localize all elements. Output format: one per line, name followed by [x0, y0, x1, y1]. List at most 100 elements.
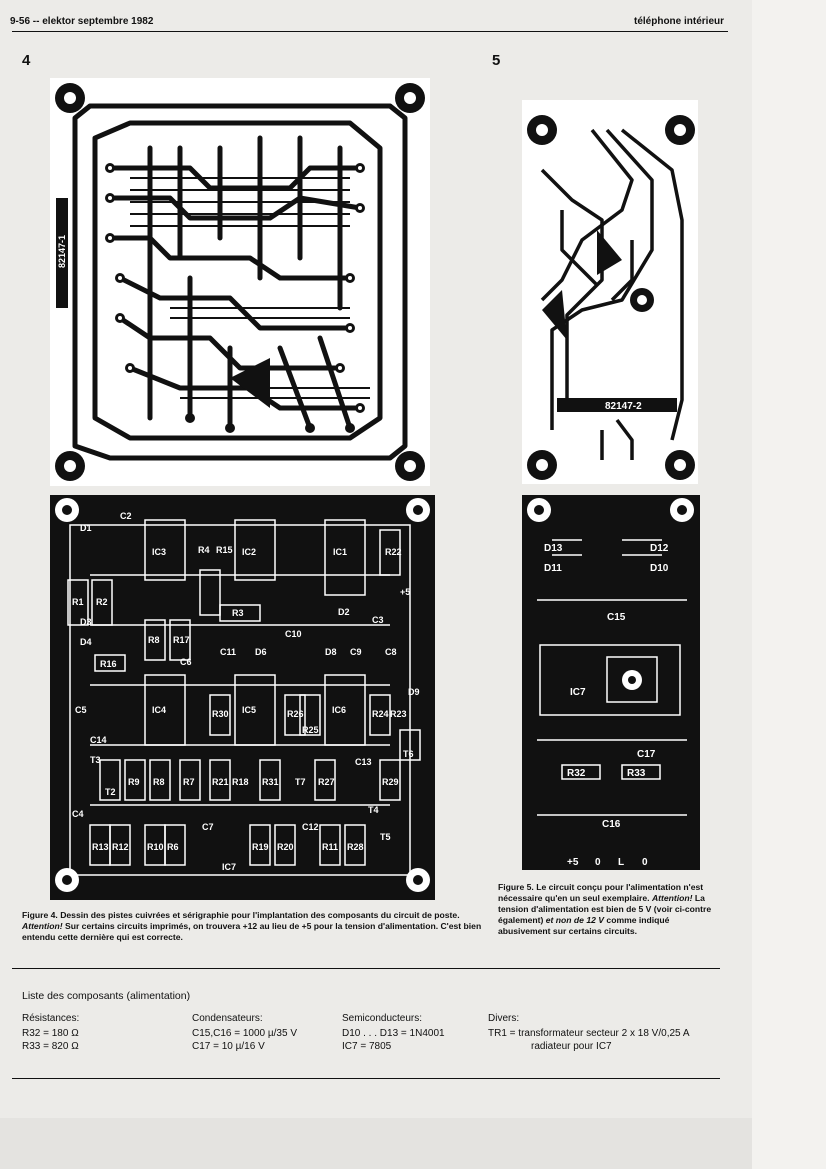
label-r32: R32 — [567, 768, 586, 779]
figure-5-number: 5 — [492, 52, 501, 69]
label-r26: R26 — [287, 709, 304, 719]
label-r23: R23 — [390, 709, 407, 719]
label-r15: R15 — [216, 545, 233, 555]
running-header-right: téléphone intérieur — [634, 16, 725, 27]
label-ic4: IC4 — [152, 705, 166, 715]
label-d1: D1 — [80, 523, 92, 533]
label-c3: C3 — [372, 615, 384, 625]
label-ic6: IC6 — [332, 705, 346, 715]
label-d11: D11 — [544, 563, 562, 574]
label-c15: C15 — [607, 612, 626, 623]
label-d10: D10 — [650, 563, 669, 574]
label-r8b: R8 — [153, 777, 165, 787]
label-d6: D6 — [255, 647, 267, 657]
label-r12: R12 — [112, 842, 129, 852]
parts-semiconducteurs: Semiconducteurs: D10 . . . D13 = 1N4001 … — [342, 1013, 445, 1052]
label-r17: R17 — [173, 635, 190, 645]
figure-5-copper-pattern: 82147-2 — [522, 100, 698, 484]
label-t4: T4 — [368, 805, 379, 815]
label-r18: R18 — [232, 777, 249, 787]
figure-4-component-layout: D1 C2 IC3 R4 R15 IC2 IC1 R22 R1 R2 R3 D3… — [50, 495, 435, 900]
figure-4-pcb-label: 82147-1 — [57, 235, 67, 268]
label-t6: T6 — [403, 749, 414, 759]
page: 9-56 -- elektor septembre 1982 téléphone… — [0, 0, 752, 1118]
label-t7: T7 — [295, 777, 306, 787]
label-plus5: +5 — [400, 587, 410, 597]
label-r30: R30 — [212, 709, 229, 719]
label-d2: D2 — [338, 607, 350, 617]
label-r24: R24 — [372, 709, 389, 719]
label-r27: R27 — [318, 777, 335, 787]
parts-divers: Divers: TR1 = transformateur secteur 2 x… — [488, 1013, 690, 1052]
label-t2: T2 — [105, 787, 116, 797]
label-t3: T3 — [90, 755, 101, 765]
label-c14: C14 — [90, 735, 107, 745]
label-ic2: IC2 — [242, 547, 256, 557]
label-t5: T5 — [380, 832, 391, 842]
label-c17: C17 — [637, 749, 656, 760]
label-r1: R1 — [72, 597, 84, 607]
figure-4-number: 4 — [22, 52, 31, 69]
figure-5-component-layout: D13 D12 D11 D10 C15 IC7 C17 R32 R33 C16 … — [522, 495, 700, 870]
parts-list-title: Liste des composants (alimentation) — [22, 990, 191, 1002]
label-c11: C11 — [220, 647, 236, 657]
label-d8: D8 — [325, 647, 337, 657]
label-c5: C5 — [75, 705, 87, 715]
label-r29: R29 — [382, 777, 399, 787]
label-r19: R19 — [252, 842, 269, 852]
label-c13: C13 — [355, 757, 372, 767]
label-ic5: IC5 — [242, 705, 256, 715]
label-r20: R20 — [277, 842, 294, 852]
label-ic7-text: IC7 — [222, 862, 236, 872]
label-r8a: R8 — [148, 635, 160, 645]
figure-4-copper-pattern: 82147-1 — [50, 78, 430, 486]
parts-condensateurs: Condensateurs: C15,C16 = 1000 µ/35 V C17… — [192, 1013, 297, 1052]
label-r28: R28 — [347, 842, 364, 852]
label-plus5-f5: +5 — [567, 857, 579, 868]
label-d3: D3 — [80, 617, 92, 627]
label-c6: C6 — [180, 657, 192, 667]
label-r6: R6 — [167, 842, 179, 852]
label-r22: R22 — [385, 547, 402, 557]
header-rule — [12, 31, 728, 32]
label-zero-b: 0 — [642, 857, 648, 868]
label-r3: R3 — [232, 608, 244, 618]
label-ic3: IC3 — [152, 547, 166, 557]
label-l: L — [618, 857, 624, 868]
label-ic1: IC1 — [333, 547, 347, 557]
label-r21: R21 — [212, 777, 229, 787]
label-r13: R13 — [92, 842, 109, 852]
label-d13: D13 — [544, 543, 563, 554]
label-c9: C9 — [350, 647, 362, 657]
label-c10: C10 — [285, 629, 302, 639]
label-zero-a: 0 — [595, 857, 601, 868]
facing-page-edge — [752, 0, 826, 1169]
figure-4-caption: Figure 4. Dessin des pistes cuivrées et … — [22, 910, 482, 942]
label-r2: R2 — [96, 597, 108, 607]
label-c7: C7 — [202, 822, 214, 832]
label-r31: R31 — [262, 777, 279, 787]
label-c2: C2 — [120, 511, 132, 521]
label-d12: D12 — [650, 543, 669, 554]
label-r10: R10 — [147, 842, 164, 852]
label-ic7: IC7 — [570, 687, 586, 698]
label-c8: C8 — [385, 647, 397, 657]
label-c4: C4 — [72, 809, 84, 819]
label-c12: C12 — [302, 822, 319, 832]
label-r11: R11 — [322, 842, 338, 852]
figure-5-pcb-label: 82147-2 — [605, 401, 642, 412]
page-bottom-margin — [0, 1118, 752, 1169]
label-c16: C16 — [602, 819, 621, 830]
label-r16: R16 — [100, 659, 117, 669]
label-r9: R9 — [128, 777, 140, 787]
running-header-left: 9-56 -- elektor septembre 1982 — [10, 16, 154, 27]
parts-rule-bottom — [12, 1078, 720, 1079]
label-d9: D9 — [408, 687, 420, 697]
label-r4: R4 — [198, 545, 210, 555]
label-r33: R33 — [627, 768, 646, 779]
label-r7: R7 — [183, 777, 195, 787]
label-d4: D4 — [80, 637, 92, 647]
parts-resistances: Résistances: R32 = 180 Ω R33 = 820 Ω — [22, 1013, 80, 1052]
parts-rule-top — [12, 968, 720, 969]
figure-5-caption: Figure 5. Le circuit conçu pour l'alimen… — [498, 882, 712, 936]
